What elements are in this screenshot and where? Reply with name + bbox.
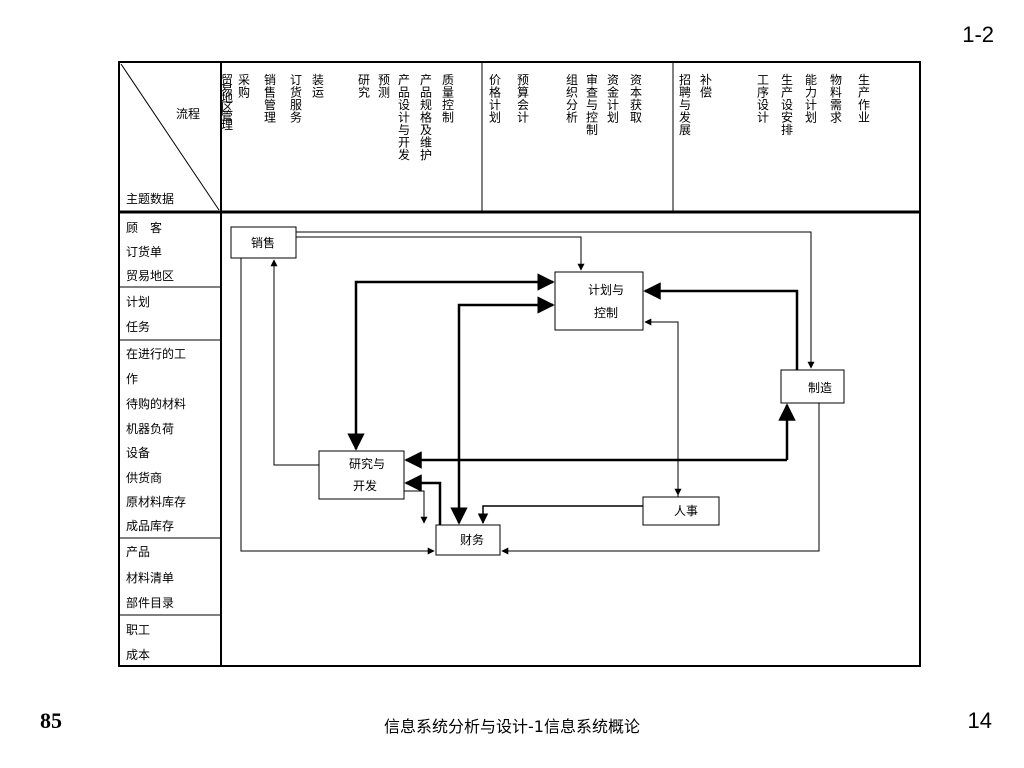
arrow-planning-finance	[450, 296, 555, 525]
left-label: 供货商	[126, 470, 162, 485]
process-label: 物料需求	[830, 73, 842, 125]
box-personnel: 人事	[642, 496, 720, 526]
box-label-rd-2: 开发	[353, 478, 377, 493]
process-label: 价格计划	[489, 73, 501, 125]
left-label: 订货单	[126, 244, 162, 259]
arrow-sales-manufacturing	[296, 231, 815, 369]
left-label: 任务	[126, 319, 150, 334]
box-label-planning-2: 控制	[594, 306, 618, 320]
left-label: 材料清单	[126, 571, 174, 585]
process-label: 预测	[378, 73, 390, 100]
process-label: 审查与控制	[586, 72, 598, 137]
process-label: 产品设计与开发	[398, 73, 410, 162]
process-label: 销售管理	[264, 73, 276, 125]
arrow-sales-planning	[296, 236, 585, 271]
process-label: 资金计划	[607, 73, 619, 125]
corner-diagonal	[120, 63, 220, 211]
left-label: 计划	[126, 295, 150, 309]
box-manufacturing: 制造	[780, 369, 845, 404]
left-label: 职工	[126, 623, 150, 637]
left-label: 原材料库存	[126, 494, 186, 509]
process-label: 招聘与发展	[679, 73, 691, 137]
box-label-manufacturing: 制造	[808, 381, 832, 395]
arrow-planning-rd	[347, 273, 555, 451]
corner-label-subject-data: 主题数据	[126, 191, 174, 206]
process-label: 生产作业	[858, 73, 870, 125]
box-planning-control: 计划与 控制	[554, 271, 644, 331]
box-rd: 研究与 开发	[318, 450, 405, 500]
left-label: 待购的材料	[126, 396, 186, 411]
left-label: 成本	[126, 648, 150, 662]
arrow-sales-finance	[240, 258, 435, 555]
process-label: 组织分析	[566, 73, 578, 125]
process-label: 资本获取	[630, 73, 642, 125]
arrow-finance-rd	[404, 474, 442, 525]
left-column-labels: 顾 客 订货单 贸易地区 计划 任务 在进行的工 作 待购的材料 机器负荷 设备…	[126, 220, 186, 662]
arrow-manufacturing-finance	[501, 403, 820, 555]
left-label: 部件目录	[126, 595, 174, 610]
process-label: 采购	[238, 73, 250, 100]
process-label: 研究	[358, 73, 370, 100]
slide-number: 1-2	[962, 22, 994, 47]
process-label: 预算会计	[517, 73, 529, 125]
arrow-rd-finance	[404, 490, 428, 524]
arrow-manufacturing-planning	[643, 282, 799, 370]
process-label: 装运	[312, 73, 324, 100]
footer-title: 信息系统分析与设计-1信息系统概论	[384, 717, 640, 736]
process-label: 质量控制	[442, 73, 454, 125]
arrow-personnel-planning	[644, 318, 679, 497]
process-label: 订货服务	[290, 73, 302, 125]
process-label: 产品规格及维护	[420, 73, 432, 162]
box-sales: 销售	[230, 226, 297, 259]
arrow-rd-sales	[270, 259, 319, 466]
left-label: 设备	[126, 446, 150, 460]
box-label-personnel: 人事	[674, 504, 698, 518]
left-label: 成品库存	[126, 518, 174, 533]
box-label-sales: 销售	[251, 235, 275, 250]
box-finance: 财务	[435, 524, 501, 556]
box-label-planning-1: 计划与	[588, 283, 624, 297]
footer-page-right: 14	[967, 708, 992, 733]
footer-page-left: 85	[40, 708, 62, 733]
table-frame	[118, 61, 921, 667]
process-label: 补偿	[700, 73, 712, 100]
left-label: 作	[126, 372, 138, 386]
left-label: 顾 客	[126, 220, 162, 235]
process-label: 能力计划	[805, 73, 817, 125]
left-label: 贸易地区	[126, 269, 174, 283]
box-label-finance: 财务	[460, 532, 484, 547]
connections	[240, 231, 820, 555]
arrow-personnel-finance	[477, 505, 643, 525]
left-label: 在进行的工	[126, 346, 186, 361]
box-label-rd-1: 研究与	[349, 456, 385, 471]
left-label: 产品	[126, 545, 150, 559]
process-label: 工序设计	[757, 73, 769, 125]
corner-label-process: 流程	[176, 106, 200, 121]
process-label: 生产设安排	[781, 73, 793, 137]
process-label: 贸易地区管理	[221, 73, 233, 132]
left-label: 机器负荷	[126, 422, 174, 436]
